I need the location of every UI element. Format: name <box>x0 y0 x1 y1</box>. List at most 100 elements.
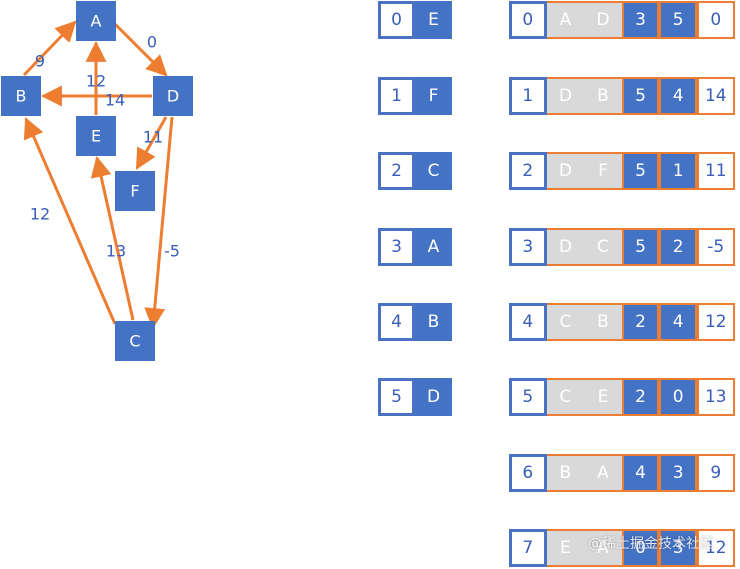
edge-weight-label: 13 <box>106 242 126 261</box>
edge-from-cell: A <box>546 1 585 39</box>
node-f <box>115 171 155 211</box>
edge-a-d <box>113 22 168 77</box>
edge-weight-cell: 0 <box>696 1 735 39</box>
edge-c-e <box>90 155 135 321</box>
edge-weight-label: 12 <box>30 205 50 224</box>
edge-to-cell: A <box>584 454 622 492</box>
edge-d-c <box>144 116 174 330</box>
edge-to-cell: F <box>584 152 622 190</box>
edge-from-index-cell: 2 <box>621 303 660 341</box>
node-d <box>153 76 193 116</box>
edge-from-index-cell: 3 <box>621 1 660 39</box>
edge-from-cell: D <box>546 77 585 115</box>
edge-from-cell: E <box>546 529 585 567</box>
edge-from-index-cell: 0 <box>621 529 660 567</box>
edge-to-index-cell: 1 <box>659 152 697 190</box>
edge-weight-cell: 12 <box>696 529 735 567</box>
node-label: D <box>167 87 179 106</box>
vertex-name-cell: B <box>415 303 452 341</box>
edge-d-f <box>135 116 168 170</box>
vertex-index-cell: 0 <box>378 1 415 39</box>
edge-to-index-cell: 2 <box>659 228 697 266</box>
edge-index-cell: 6 <box>509 454 547 492</box>
edge-to-cell: C <box>584 228 622 266</box>
edge-weight-cell: 13 <box>696 378 735 416</box>
edge-from-index-cell: 2 <box>621 378 660 416</box>
node-label: E <box>91 127 101 146</box>
edge-index-cell: 4 <box>509 303 547 341</box>
edge-weight-label: 12 <box>86 72 106 91</box>
edge-from-cell: D <box>546 228 585 266</box>
node-a <box>76 1 116 41</box>
vertex-name-cell: A <box>415 228 452 266</box>
edge-weight-cell: 11 <box>696 152 735 190</box>
vertex-index-cell: 4 <box>378 303 415 341</box>
edge-weight-label: 14 <box>105 91 125 110</box>
edge-index-cell: 1 <box>509 77 547 115</box>
edge-to-cell: D <box>584 1 622 39</box>
edge-from-cell: D <box>546 152 585 190</box>
edge-from-cell: C <box>546 303 585 341</box>
node-e <box>76 116 116 156</box>
edge-to-index-cell: 5 <box>659 1 697 39</box>
edge-to-cell: A <box>584 529 622 567</box>
edge-c-b <box>23 117 117 325</box>
vertex-name-cell: D <box>415 378 452 416</box>
edge-weight-label: 0 <box>147 33 157 52</box>
edge-index-cell: 0 <box>509 1 547 39</box>
edge-weight-cell: -5 <box>696 228 735 266</box>
node-label: A <box>91 12 102 31</box>
vertex-name-cell: E <box>415 1 452 39</box>
edge-to-cell: B <box>584 303 622 341</box>
edge-to-index-cell: 3 <box>659 529 697 567</box>
edge-from-index-cell: 5 <box>621 228 660 266</box>
edge-weight-label: 11 <box>143 128 163 147</box>
vertex-index-cell: 1 <box>378 77 415 115</box>
vertex-name-cell: F <box>415 77 452 115</box>
edge-b-a <box>22 20 77 77</box>
node-b <box>1 76 41 116</box>
node-label: C <box>129 332 140 351</box>
edge-weight-label: 9 <box>35 52 45 71</box>
edge-weight-label: -5 <box>164 242 180 261</box>
edge-weight-cell: 9 <box>696 454 735 492</box>
edge-to-index-cell: 3 <box>659 454 697 492</box>
edge-to-index-cell: 4 <box>659 303 697 341</box>
edge-to-index-cell: 4 <box>659 77 697 115</box>
node-c <box>115 321 155 361</box>
node-label: F <box>130 182 139 201</box>
edge-to-cell: E <box>584 378 622 416</box>
edge-to-index-cell: 0 <box>659 378 697 416</box>
edge-index-cell: 7 <box>509 529 547 567</box>
edge-index-cell: 3 <box>509 228 547 266</box>
edge-from-index-cell: 5 <box>621 152 660 190</box>
vertex-index-cell: 3 <box>378 228 415 266</box>
vertex-index-cell: 2 <box>378 152 415 190</box>
edge-from-cell: C <box>546 378 585 416</box>
edge-from-cell: B <box>546 454 585 492</box>
edge-weight-cell: 12 <box>696 303 735 341</box>
edge-weight-cell: 14 <box>696 77 735 115</box>
vertex-index-cell: 5 <box>378 378 415 416</box>
edge-from-index-cell: 4 <box>621 454 660 492</box>
node-label: B <box>16 87 27 106</box>
vertex-name-cell: C <box>415 152 452 190</box>
edge-to-cell: B <box>584 77 622 115</box>
edge-index-cell: 5 <box>509 378 547 416</box>
watermark: @稀土掘金技术社区 <box>588 536 714 552</box>
